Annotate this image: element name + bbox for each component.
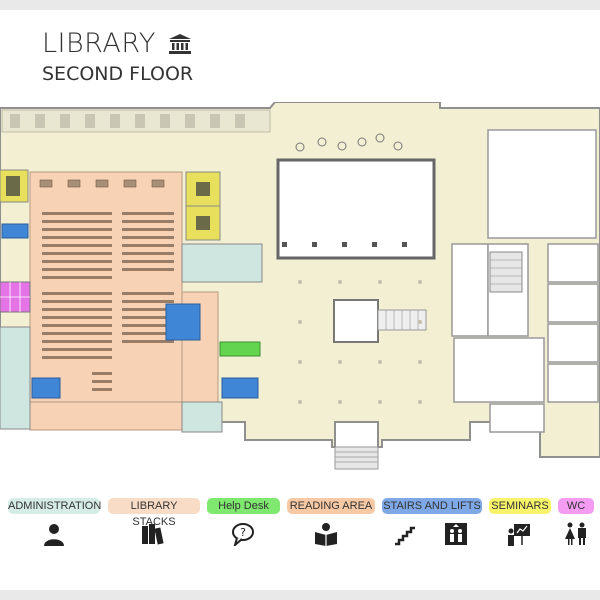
person-icon (44, 524, 64, 546)
east-stair (489, 251, 523, 293)
admin-west (0, 326, 31, 430)
legend-seminars: SEMINARS (489, 498, 551, 514)
stairs-west-1 (1, 223, 29, 239)
speech-bubble-question-icon: ? (232, 523, 254, 546)
lounge-tables (295, 133, 403, 152)
title-block: LIBRARY SECOND FLOOR (42, 28, 193, 85)
bookshelf-rows (42, 212, 174, 391)
reader-book-icon (315, 523, 337, 546)
legend-reading-area: READING AREA (287, 498, 375, 514)
svg-text:?: ? (240, 526, 246, 539)
page-title: LIBRARY (42, 28, 193, 59)
atrium-void (276, 158, 436, 260)
presentation-board-icon (508, 524, 530, 546)
legend-help-desk: Help Desk (207, 498, 280, 514)
column-dots (298, 280, 422, 404)
stairs-center (165, 303, 201, 341)
legend-wc: WC (558, 498, 594, 514)
east-wing-rooms (451, 129, 599, 433)
central-stair-void (333, 299, 379, 343)
stairs-icon (395, 526, 415, 546)
lift-east (221, 377, 259, 399)
map-legend: ADMINISTRATION LIBRARY STACKS Help Desk … (0, 498, 600, 558)
elevator-icon (445, 523, 467, 545)
help-desk-zone (219, 341, 261, 357)
page-subtitle: SECOND FLOOR (42, 63, 194, 85)
library-stacks-zone (29, 171, 183, 403)
legend-library-stacks: LIBRARY STACKS (108, 498, 200, 528)
entrance-stairs (334, 446, 379, 470)
admin-center (181, 243, 263, 283)
restroom-icon (565, 522, 586, 545)
map-sheet: LIBRARY SECOND FLOOR (0, 10, 600, 590)
library-building-icon (168, 33, 191, 54)
page-title-text: LIBRARY (42, 28, 156, 59)
legend-stairs-and-lifts: STAIRS AND LIFTS (382, 498, 482, 514)
stairs-west-2 (31, 377, 61, 399)
floor-plan (0, 102, 600, 470)
books-icon (142, 524, 164, 545)
admin-south (181, 401, 223, 433)
legend-administration: ADMINISTRATION (8, 498, 102, 514)
